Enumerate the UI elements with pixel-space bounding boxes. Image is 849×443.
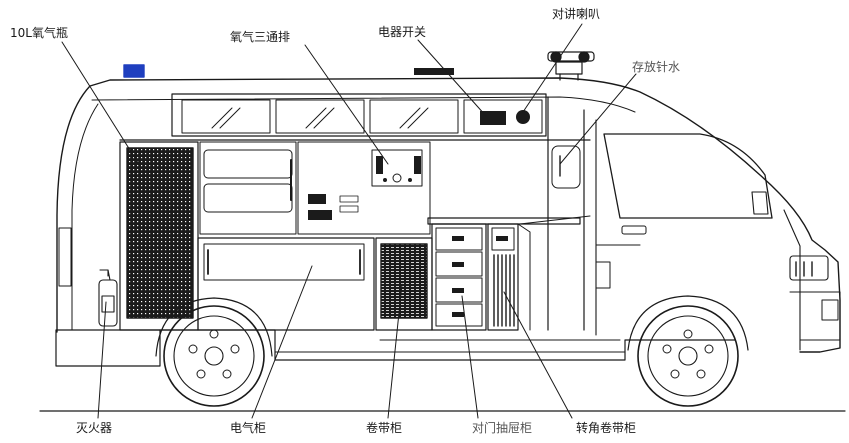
front-bumper <box>789 291 841 341</box>
front-wheel-arch <box>627 295 749 351</box>
label-supply-cabinet: 卷带柜 <box>366 421 403 435</box>
switch-panel <box>480 111 506 125</box>
side-window <box>603 133 773 219</box>
oxygen-cabinet-frame <box>119 141 199 331</box>
intercom-speaker <box>516 110 530 124</box>
upper-cabinet-frame <box>171 93 547 137</box>
corner-cabinet-stripes <box>493 254 515 327</box>
front-door-edge <box>783 209 801 351</box>
headlight <box>789 255 829 281</box>
rear-light <box>58 227 72 287</box>
oxygen-manifold-panel <box>297 141 431 235</box>
wall-panel <box>199 141 297 235</box>
rear-wall <box>71 103 99 331</box>
supply-cabinet-grille <box>380 243 428 319</box>
roof-light-bar <box>414 68 454 75</box>
water-storage-box <box>551 145 581 189</box>
partition-pillar <box>547 96 585 331</box>
oxygen-manifold <box>371 149 423 187</box>
leader-lines <box>61 23 637 419</box>
underbody-line <box>159 329 736 361</box>
rear-bumper <box>55 329 161 367</box>
roof-inner-line <box>91 96 636 113</box>
label-oxygen-manifold: 氧气三通排 <box>230 30 291 44</box>
countertop <box>427 217 581 225</box>
oxygen-cabinet-grille <box>126 147 194 319</box>
socket-panel <box>308 194 359 220</box>
corner-cabinet-frame <box>487 223 519 331</box>
label-corner-supply-cabinet: 转角卷带柜 <box>576 421 637 435</box>
label-drawer-cabinet: 对门抽屉柜 <box>472 421 533 435</box>
rear-wheel <box>163 305 265 407</box>
label-electrical-cabinet: 电气柜 <box>230 421 267 435</box>
switch-panel-housing <box>463 99 543 134</box>
label-electrical-switch: 电器开关 <box>378 25 427 39</box>
label-intercom-horn: 对讲喇叭 <box>552 7 601 21</box>
side-marker <box>595 261 611 289</box>
electrical-cabinet-frame <box>197 237 375 331</box>
drawers <box>435 227 483 327</box>
fire-extinguisher <box>98 269 118 327</box>
electrical-cabinet-door <box>203 243 365 281</box>
rear-wheel-arch <box>155 297 273 357</box>
vehicle-body-outline <box>56 77 841 353</box>
corner-cabinet-rear <box>517 223 531 331</box>
roof-siren <box>547 51 595 81</box>
label-fire-extinguisher: 灭火器 <box>76 421 113 435</box>
front-wheel <box>637 305 739 407</box>
beacon-light <box>123 64 145 78</box>
cab-door-line <box>595 119 641 336</box>
side-mirror <box>751 191 769 215</box>
drawer-cabinet-frame <box>431 223 487 331</box>
label-water-storage: 存放针水 <box>632 60 681 74</box>
label-oxygen-bottle: 10L氧气瓶 <box>10 26 68 40</box>
door-handle <box>621 225 647 235</box>
upper-cabinet-doors <box>181 99 459 134</box>
